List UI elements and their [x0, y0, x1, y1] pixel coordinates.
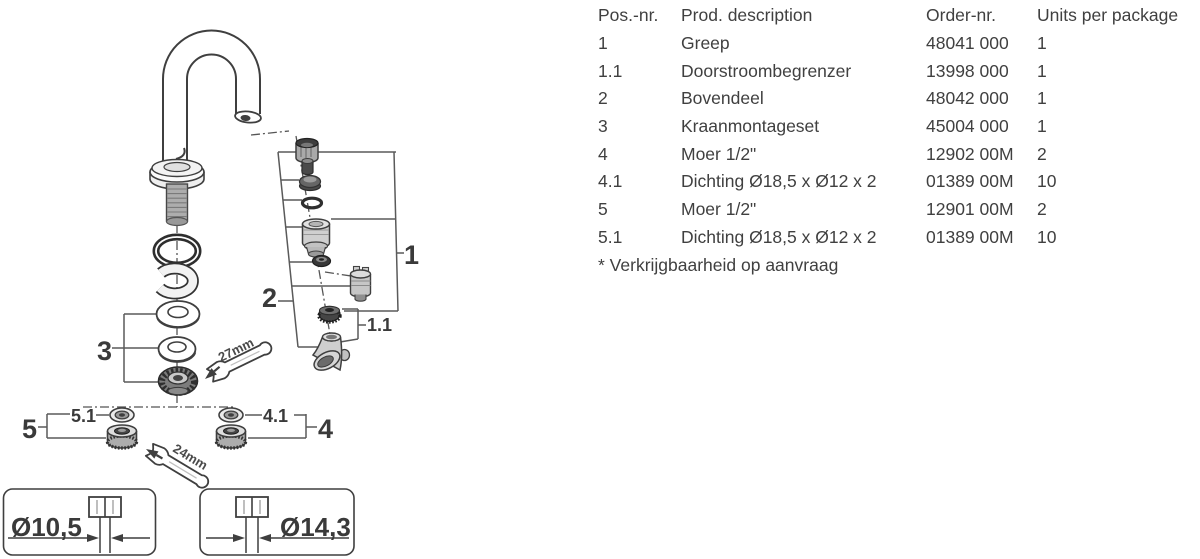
cell-units: 1 — [1037, 60, 1047, 81]
cell-description: Moer 1/2" — [681, 199, 757, 220]
dimension-label-right: Ø14,3 — [280, 512, 351, 542]
table-header-row: Pos.-nr. Prod. description Order-nr. Uni… — [598, 2, 1198, 30]
mounting-nut — [157, 366, 199, 396]
cell-description: Kraanmontageset — [681, 116, 820, 137]
seal-5-1 — [109, 407, 135, 423]
cell-pos: 5 — [598, 199, 608, 220]
spout — [162, 29, 262, 171]
availability-footnote: * Verkrijgbaarheid op aanvraag — [598, 254, 839, 275]
cell-units: 2 — [1037, 143, 1047, 164]
cell-units: 1 — [1037, 33, 1047, 54]
cell-order: 12902 00M — [926, 143, 1014, 164]
detail-box-right — [199, 488, 355, 556]
table-row: 2 Bovendeel 48042 000 1 — [598, 85, 1198, 113]
exploded-diagram: 1 1.1 2 3 4 4.1 5 5.1 27mm 24mm Ø10,5 Ø1… — [2, 29, 419, 556]
part-callout-1-1: 1.1 — [367, 315, 392, 335]
part-callout-5-1: 5.1 — [71, 406, 96, 426]
seal-ring-dark — [311, 254, 332, 268]
cell-pos: 4 — [598, 143, 608, 164]
knurled-ring — [317, 305, 342, 324]
cell-pos: 5.1 — [598, 226, 623, 247]
split-ring — [155, 262, 199, 300]
table-row: 1.1 Doorstroombegrenzer 13998 000 1 — [598, 57, 1198, 85]
headpart-cartridge — [301, 218, 331, 258]
table-row: 3 Kraanmontageset 45004 000 1 — [598, 113, 1198, 141]
cell-pos: 3 — [598, 116, 608, 137]
cell-description: Moer 1/2" — [681, 143, 757, 164]
table-row: 4 Moer 1/2" 12902 00M 2 — [598, 140, 1198, 168]
column-header-description: Prod. description — [681, 5, 813, 26]
part-callout-4-1: 4.1 — [263, 406, 288, 426]
column-header-pos: Pos.-nr. — [598, 5, 659, 26]
cell-pos: 4.1 — [598, 171, 623, 192]
threaded-shank — [165, 183, 189, 227]
cell-order: 48042 000 — [926, 88, 1009, 109]
flow-restrictor — [349, 265, 372, 302]
cell-order: 45004 000 — [926, 116, 1009, 137]
table-row: 5.1 Dichting Ø18,5 x Ø12 x 2 01389 00M 1… — [598, 224, 1198, 252]
part-callout-5: 5 — [22, 414, 37, 444]
cell-pos: 2 — [598, 88, 608, 109]
cell-units: 10 — [1037, 226, 1057, 247]
angled-connector — [311, 332, 351, 372]
washer-large — [155, 300, 201, 329]
cell-description: Doorstroombegrenzer — [681, 60, 852, 81]
cell-units: 2 — [1037, 199, 1047, 220]
callout-bracket-lines — [38, 151, 404, 439]
cell-units: 1 — [1037, 116, 1047, 137]
cell-description: Bovendeel — [681, 88, 764, 109]
cell-description: Dichting Ø18,5 x Ø12 x 2 — [681, 171, 877, 192]
table-row: 5 Moer 1/2" 12901 00M 2 — [598, 196, 1198, 224]
part-callout-2: 2 — [262, 283, 277, 313]
handle-screw-cap — [295, 137, 319, 176]
cell-pos: 1 — [598, 33, 608, 54]
cell-description: Dichting Ø18,5 x Ø12 x 2 — [681, 226, 877, 247]
cell-order: 48041 000 — [926, 33, 1009, 54]
cell-pos: 1.1 — [598, 60, 623, 81]
washer-small — [157, 336, 197, 363]
cell-order: 01389 00M — [926, 226, 1014, 247]
parts-table: Pos.-nr. Prod. description Order-nr. Uni… — [598, 2, 1198, 279]
o-ring-small — [300, 196, 324, 210]
seal-4-1 — [218, 407, 244, 423]
cell-units: 10 — [1037, 171, 1057, 192]
detail-box-left — [2, 488, 157, 556]
nut-4 — [214, 423, 248, 450]
cell-order: 12901 00M — [926, 199, 1014, 220]
column-header-order: Order-nr. — [926, 5, 997, 26]
table-row: 1 Greep 48041 000 1 — [598, 30, 1198, 58]
column-header-units: Units per package — [1037, 5, 1179, 26]
cell-description: Greep — [681, 33, 730, 54]
part-callout-1: 1 — [404, 240, 419, 270]
cell-units: 1 — [1037, 88, 1047, 109]
dome-cap — [298, 174, 322, 192]
dimension-label-left: Ø10,5 — [11, 512, 82, 542]
cell-order: 01389 00M — [926, 171, 1014, 192]
cell-order: 13998 000 — [926, 60, 1009, 81]
part-callout-4: 4 — [318, 414, 333, 444]
table-row: 4.1 Dichting Ø18,5 x Ø12 x 2 01389 00M 1… — [598, 168, 1198, 196]
part-callout-3: 3 — [97, 336, 112, 366]
nut-5 — [105, 423, 139, 450]
